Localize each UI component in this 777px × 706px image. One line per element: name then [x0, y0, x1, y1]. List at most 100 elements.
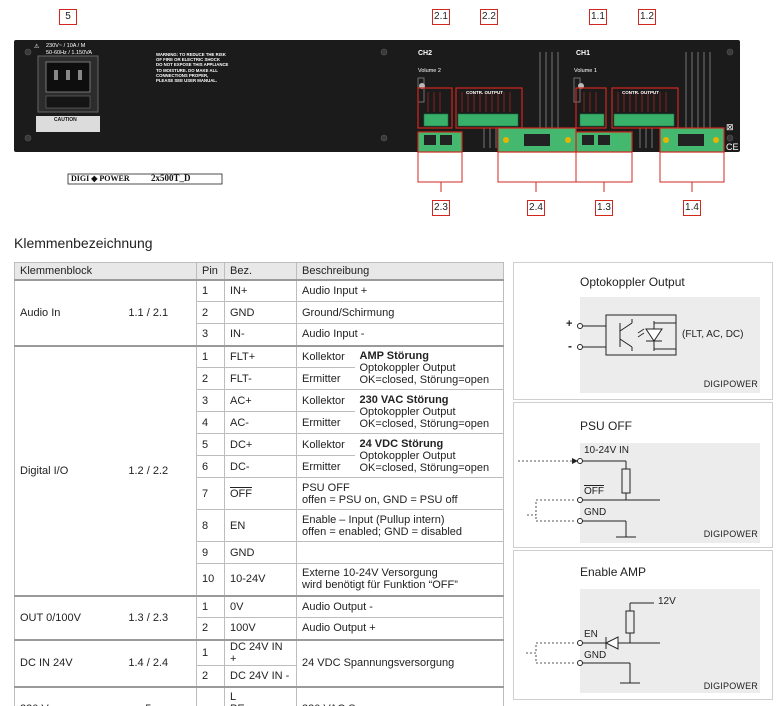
table-row: 4 AC- Ermitter: [15, 411, 504, 434]
bez: 0V: [224, 594, 297, 618]
desc-line: Externe 10-24V Versorgung: [302, 567, 438, 580]
warning-line: OF FIRE OR ELECTRIC SHOCK: [156, 57, 220, 63]
table-row: 10 10-24V Externe 10-24V Versorgung wird…: [15, 563, 504, 596]
desc: Enable – Input (Pullup intern) offen = e…: [296, 509, 504, 542]
pin: 8: [196, 509, 225, 542]
device-rear-panel: ⚠: [14, 24, 740, 200]
volume1-label: Volume 1: [574, 68, 597, 74]
pin: 3: [196, 323, 225, 346]
desc: Audio Output -: [296, 594, 504, 618]
pin: 7: [196, 477, 225, 510]
table-row: 6 DC- Ermitter: [15, 455, 504, 478]
opto-signals-label: (FLT, AC, DC): [682, 329, 744, 340]
callout-1-4: 1.4: [683, 200, 701, 216]
fault-desc: 230 VAC Störung Optokoppler Output OK=cl…: [354, 389, 504, 434]
warning-line: DO NOT EXPOSE THIS APPLIANCE: [156, 62, 229, 68]
bez: GND: [224, 541, 297, 564]
table-row: OUT 0/100V 1.3 / 2.3 1 0V Audio Output -: [14, 594, 504, 640]
dc24v-connectors: [497, 127, 725, 153]
psu-off-diagram: [518, 443, 760, 543]
fault-line: OK=closed, Störung=open: [359, 461, 490, 474]
schematic-title: Enable AMP: [580, 565, 647, 579]
bez: DC+: [224, 433, 297, 456]
table-row: 2 GND Ground/Schirmung: [15, 301, 504, 324]
bez: GND: [224, 301, 297, 324]
block-name: Digital I/O: [14, 344, 101, 596]
enable-amp-diagram: [526, 589, 760, 693]
block-ref: 1.4 / 2.4: [100, 638, 197, 688]
pin: 1: [196, 344, 225, 368]
callout-2-3: 2.3: [432, 200, 450, 216]
table-row: DC IN 24V 1.4 / 2.4 1 DC 24V IN + 24 VDC…: [14, 638, 504, 688]
bez: IN+: [224, 278, 297, 302]
callout-2-1: 2.1: [432, 9, 450, 25]
pin: 3: [196, 389, 225, 412]
table-row: 2 100V Audio Output +: [15, 617, 504, 640]
table-row: 230 V 5 L PE N 230 VAC Spannungsversorgu…: [14, 686, 504, 706]
desc: [296, 541, 504, 564]
bez-off: OFF: [230, 487, 252, 500]
role: Kollektor: [296, 344, 355, 368]
pin: 10: [196, 563, 225, 596]
role: Ermitter: [296, 455, 355, 478]
pin: [196, 686, 225, 706]
pin: 1: [196, 594, 225, 618]
fault-line: OK=closed, Störung=open: [359, 417, 490, 430]
ce-mark-icon: CE: [726, 142, 739, 152]
bez: IN-: [224, 323, 297, 346]
bez: 100V: [224, 617, 297, 640]
header-bez: Bez.: [224, 262, 297, 280]
role: Kollektor: [296, 433, 355, 456]
fault-line: Optokoppler Output: [359, 361, 456, 374]
callout-2-4: 2.4: [527, 200, 545, 216]
desc-line: offen = PSU on, GND = PSU off: [302, 493, 458, 506]
bez: FLT-: [224, 367, 297, 390]
bez: DC-: [224, 455, 297, 478]
section-title: Klemmenbezeichnung: [14, 235, 153, 251]
bez: FLT+: [224, 344, 297, 368]
contr-output-label-ch2: CONTR. OUTPUT: [466, 90, 503, 95]
ch2-label: CH2: [418, 50, 433, 57]
fault-title: AMP Störung: [359, 349, 429, 362]
pin: 2: [196, 664, 225, 688]
terminal-highlight-boxes: [417, 87, 679, 129]
callout-1-3: 1.3: [595, 200, 613, 216]
contr-output-label-ch1: CONTR. OUTPUT: [622, 90, 659, 95]
fault-desc: 24 VDC Störung Optokoppler Output OK=clo…: [354, 433, 504, 478]
callout-5: 5: [59, 9, 77, 25]
fault-line: OK=closed, Störung=open: [359, 373, 490, 386]
model-name: 2x500T_D: [151, 173, 191, 183]
callout-1-2: 1.2: [638, 9, 656, 25]
fault-title: 24 VDC Störung: [359, 437, 444, 450]
pin: 5: [196, 433, 225, 456]
bez-line: L: [230, 691, 237, 704]
callout-leaders: [67, 24, 725, 200]
desc-line: offen = enabled; GND = disabled: [302, 525, 463, 538]
bez: OFF: [224, 477, 297, 510]
speaker-output-connectors: [417, 131, 633, 153]
power-rating-1: 230V~ / 10A / M: [46, 43, 86, 49]
desc-line: Enable – Input (Pullup intern): [302, 513, 445, 526]
bez: DC 24V IN -: [224, 664, 297, 688]
fault-title: 230 VAC Störung: [359, 393, 449, 406]
schematic-brand: DIGIPOWER: [703, 681, 758, 691]
block-name: Audio In: [14, 278, 101, 346]
pin: 9: [196, 541, 225, 564]
volume2-label: Volume 2: [418, 68, 441, 74]
header-block: Klemmenblock: [14, 262, 197, 280]
desc: Externe 10-24V Versorgung wird benötigt …: [296, 563, 504, 596]
opto-minus-label: -: [568, 339, 572, 353]
table-header-row: Klemmenblock Pin Bez. Beschreibung: [14, 262, 504, 280]
desc: Audio Output +: [296, 617, 504, 640]
block-ref: 1.1 / 2.1: [100, 278, 197, 346]
brand-logo: DIGI ◆ POWER: [71, 174, 130, 183]
desc: Audio Input -: [296, 323, 504, 346]
schematic-title: Optokoppler Output: [580, 275, 685, 289]
block-ref: 5: [100, 686, 197, 706]
optocoupler-diagram: [577, 297, 760, 393]
desc: 24 VDC Spannungsversorgung: [296, 638, 504, 688]
bez: AC+: [224, 389, 297, 412]
psu-pin-gnd-label: GND: [584, 507, 607, 518]
bez: AC-: [224, 411, 297, 434]
table-row: 3 AC+ Kollektor 230 VAC Störung Optokopp…: [15, 389, 504, 434]
